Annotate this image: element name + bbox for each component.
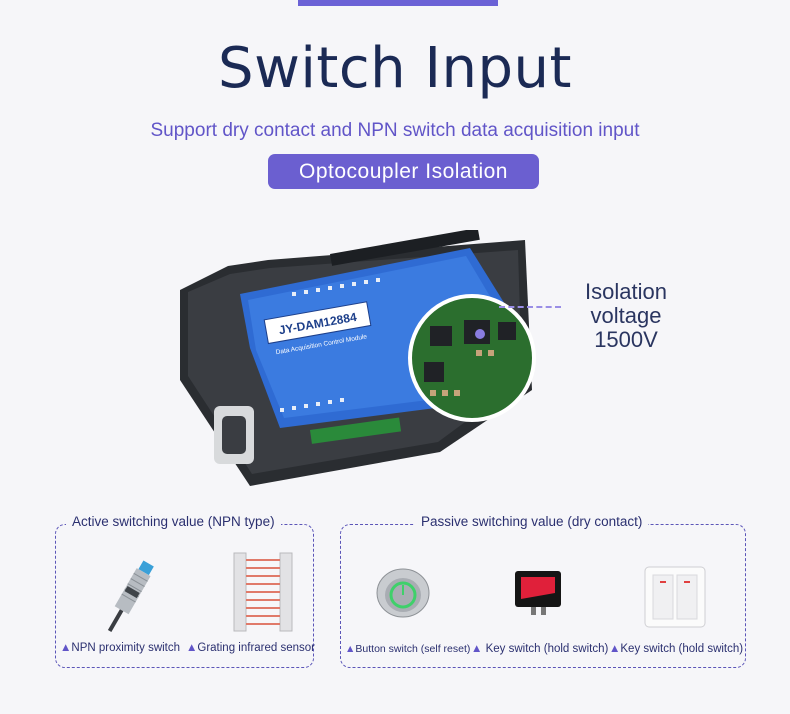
triangle-icon: ▲ [60,642,72,654]
npn-proximity-caption: ▲NPN proximity switch [60,642,181,654]
triangle-icon: ▲ [345,643,356,655]
rocker-switch-caption: ▲ Key switch (hold switch) [471,643,609,655]
active-switch-panel: Active switching value (NPN type) ▲NPN p… [55,514,316,668]
triangle-icon: ▲ [186,642,198,654]
triangle-icon: ▲ [609,643,621,655]
isolation-callout-line [499,306,561,308]
button-switch-icon [376,568,430,618]
grating-sensor-icon [233,552,293,632]
page-subtitle: Support dry contact and NPN switch data … [150,120,640,141]
device-illustration: JY-DAM12884 Data Acquisition Control Mod… [180,230,536,486]
page-title: Switch Input [218,36,572,101]
triangle-icon: ▲ [471,643,483,655]
wall-switch-caption: ▲Key switch (hold switch) [609,643,744,655]
top-accent-bar [298,0,498,6]
wall-switch-icon [644,566,706,628]
proximity-sensor-icon [107,560,154,633]
passive-switch-title: Passive switching value (dry contact) [415,514,649,529]
optocoupler-badge: Optocoupler Isolation [268,154,539,189]
button-switch-caption: ▲Button switch (self reset) [345,643,471,655]
grating-sensor-caption: ▲Grating infrared sensor [186,642,316,654]
active-switch-title: Active switching value (NPN type) [66,514,281,529]
rocker-switch-icon [515,571,561,615]
isolation-callout: Isolation voltage 1500V [585,279,667,352]
passive-switch-panel: Passive switching value (dry contact) ▲B… [340,514,746,668]
